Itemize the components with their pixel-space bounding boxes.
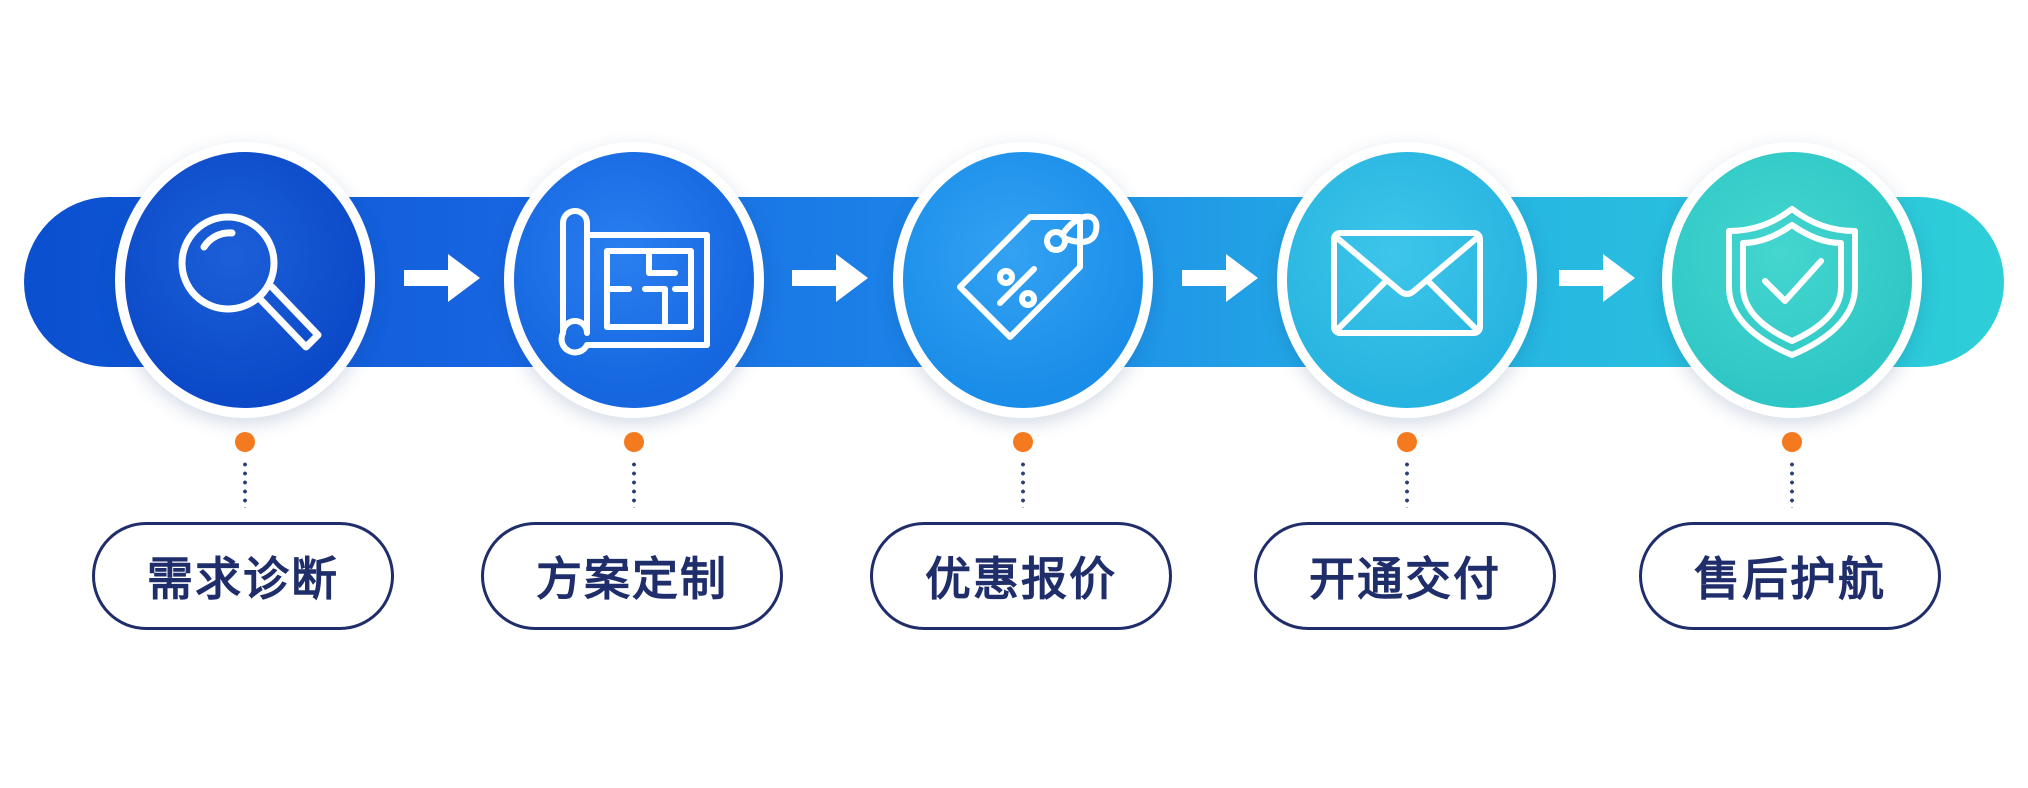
- connector-dot: [235, 432, 255, 452]
- step-circle: [115, 142, 375, 418]
- step-label: 售后护航: [1639, 522, 1941, 630]
- step-solution-customization: 方案定制: [481, 0, 783, 788]
- connector-dot: [1013, 432, 1033, 452]
- shield-check-icon: [1707, 195, 1877, 365]
- connector-dot: [1397, 432, 1417, 452]
- step-circle: [504, 142, 764, 418]
- dotted-connector: [1405, 460, 1409, 508]
- connector-dot: [624, 432, 644, 452]
- step-circle-fill: [514, 152, 754, 408]
- step-label: 优惠报价: [870, 522, 1172, 630]
- dotted-connector: [1021, 460, 1025, 508]
- step-label-text: 优惠报价: [925, 552, 1117, 606]
- step-label: 开通交付: [1254, 522, 1556, 630]
- step-activation-delivery: 开通交付: [1254, 0, 1556, 788]
- dotted-connector: [632, 460, 636, 508]
- dotted-connector: [243, 460, 247, 508]
- step-circle-fill: [125, 152, 365, 408]
- step-label-text: 方案定制: [536, 552, 728, 606]
- arrow-right-icon: [402, 248, 482, 308]
- dotted-connector: [1790, 460, 1794, 508]
- step-circle-fill: [1287, 152, 1527, 408]
- step-circle: [1662, 142, 1922, 418]
- step-label: 需求诊断: [92, 522, 394, 630]
- step-label-text: 需求诊断: [147, 552, 339, 606]
- step-label-text: 开通交付: [1309, 552, 1501, 606]
- magnifying-glass-icon: [160, 195, 330, 365]
- step-after-sales-support: 售后护航: [1639, 0, 1941, 788]
- arrow-right-icon: [790, 248, 870, 308]
- step-label-text: 售后护航: [1694, 552, 1886, 606]
- step-discount-quote: 优惠报价: [870, 0, 1172, 788]
- step-circle: [893, 142, 1153, 418]
- price-tag-percent-icon: [938, 195, 1108, 365]
- blueprint-icon: [549, 195, 719, 365]
- envelope-icon: [1322, 195, 1492, 365]
- step-circle: [1277, 142, 1537, 418]
- arrow-right-icon: [1557, 248, 1637, 308]
- step-circle-fill: [903, 152, 1143, 408]
- connector-dot: [1782, 432, 1802, 452]
- step-circle-fill: [1672, 152, 1912, 408]
- arrow-right-icon: [1180, 248, 1260, 308]
- step-label: 方案定制: [481, 522, 783, 630]
- step-requirement-diagnosis: 需求诊断: [92, 0, 394, 788]
